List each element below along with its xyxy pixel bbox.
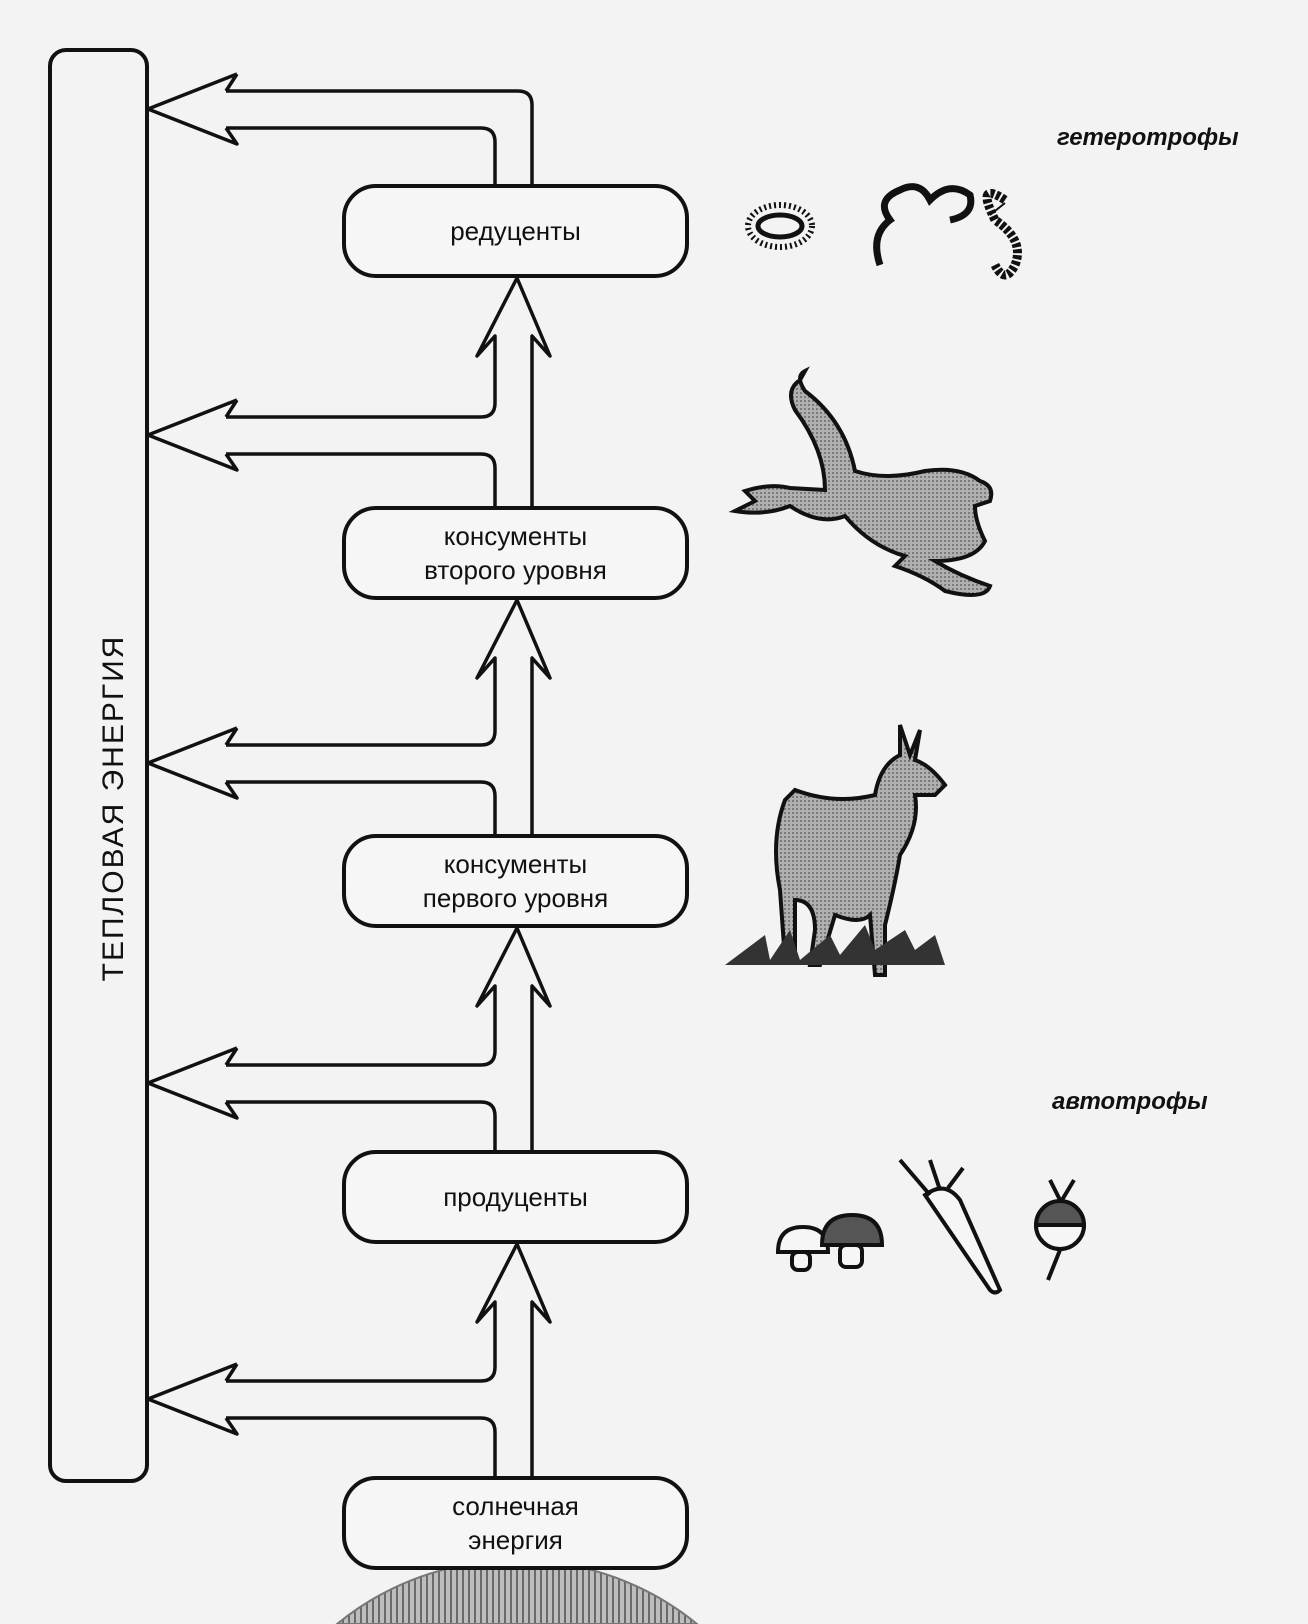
carrot-icon bbox=[898, 1158, 1003, 1295]
heat-arrow-upper-line bbox=[226, 89, 534, 184]
mushrooms-icon bbox=[775, 1212, 885, 1272]
radish-icon bbox=[1033, 1178, 1087, 1281]
box-label: продуценты bbox=[443, 1182, 588, 1212]
up-arrow bbox=[226, 1242, 552, 1476]
heat-energy-bar bbox=[48, 48, 149, 1483]
heat-arrow-head bbox=[146, 726, 239, 800]
antelope-icon bbox=[725, 724, 948, 977]
box-reducers: редуценты bbox=[342, 184, 689, 278]
box-label: консументы bbox=[443, 849, 588, 879]
microbes-icon bbox=[745, 183, 1022, 280]
box-label: энергия bbox=[468, 1525, 563, 1555]
box-solar: солнечная энергия bbox=[342, 1476, 689, 1570]
up-arrow bbox=[226, 926, 552, 1150]
box-label: консументы bbox=[443, 521, 588, 551]
heat-arrow-lower-line bbox=[226, 1416, 497, 1476]
heat-arrow-head bbox=[146, 1362, 239, 1436]
leopard-icon bbox=[728, 366, 994, 597]
box-producers: продуценты bbox=[342, 1150, 689, 1244]
up-arrow bbox=[226, 276, 552, 506]
heat-arrow-lower-line bbox=[226, 452, 497, 506]
box-label: первого уровня bbox=[422, 883, 609, 913]
box-consumers-1: консументы первого уровня bbox=[342, 834, 689, 928]
up-arrow bbox=[226, 598, 552, 834]
heat-arrow-lower-line bbox=[226, 780, 497, 834]
box-label: редуценты bbox=[450, 216, 581, 246]
autotrophs-label: автотрофы bbox=[1052, 1088, 1208, 1115]
heat-arrow-head bbox=[146, 1046, 239, 1120]
heat-arrow-head bbox=[146, 72, 239, 146]
box-label: второго уровня bbox=[424, 555, 607, 585]
heterotrophs-label: гетеротрофы bbox=[1057, 124, 1239, 151]
heat-arrow-lower-line bbox=[226, 126, 497, 184]
box-label: солнечная bbox=[452, 1491, 579, 1521]
heat-arrow-head bbox=[146, 398, 239, 472]
heat-energy-label: ТЕПЛОВАЯ ЭНЕРГИЯ bbox=[97, 634, 130, 982]
box-consumers-2: консументы второго уровня bbox=[342, 506, 689, 600]
heat-arrow-lower-line bbox=[226, 1100, 497, 1150]
